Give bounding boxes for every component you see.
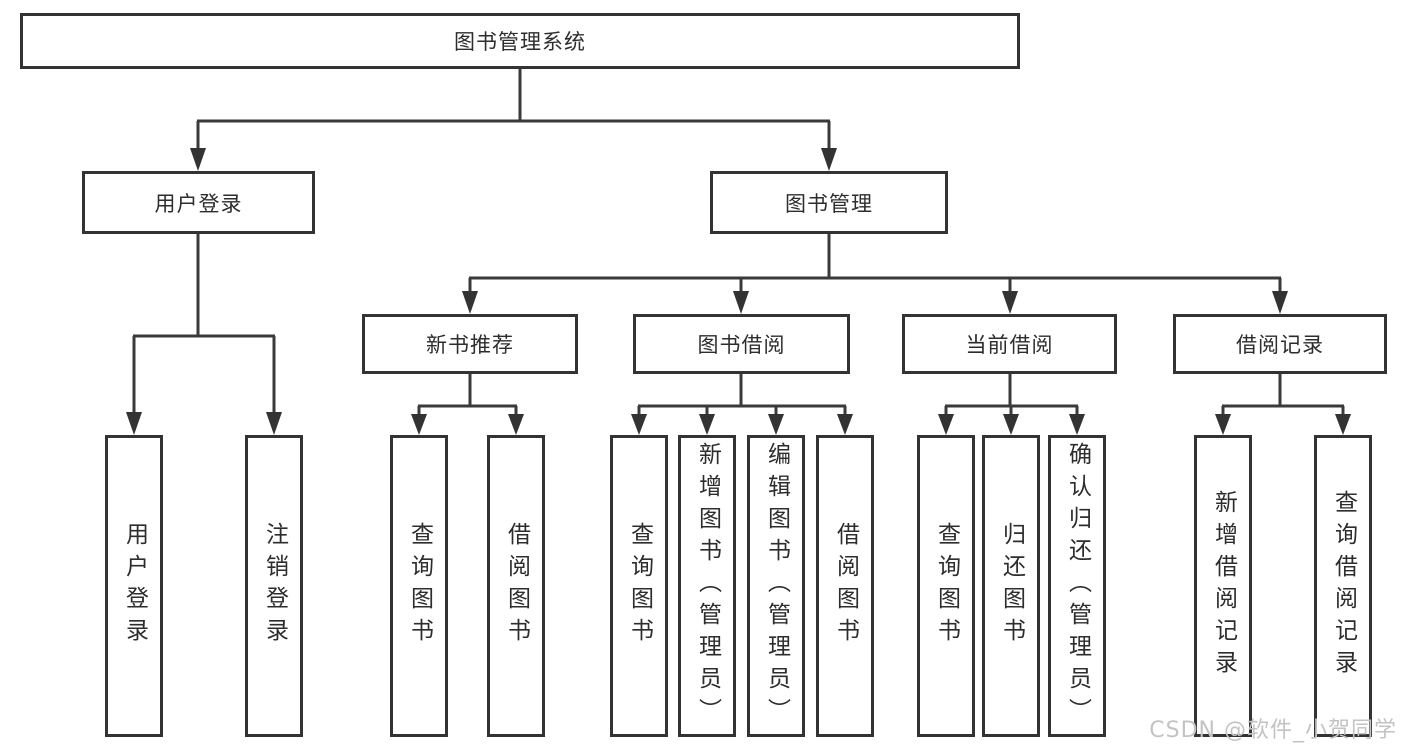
connector-user-login-branch bbox=[126, 234, 282, 435]
leaf-return-books-label: 归还图书 bbox=[998, 522, 1025, 650]
leaf-edit-book-admin-label: 编辑图书（管理员） bbox=[763, 442, 790, 730]
csdn-watermark: CSDN @软件_小贺同学 bbox=[1149, 718, 1397, 743]
leaf-query-borrow-record: 查询借阅记录 bbox=[1314, 435, 1372, 737]
node-new-book-recommend-label: 新书推荐 bbox=[426, 333, 514, 357]
leaf-logout-label: 注销登录 bbox=[261, 522, 288, 650]
leaf-borrow-books-borrow-label: 借阅图书 bbox=[832, 522, 859, 650]
node-current-borrow: 当前借阅 bbox=[902, 314, 1117, 374]
connector-root-to-level2 bbox=[190, 69, 837, 171]
leaf-logout: 注销登录 bbox=[245, 435, 303, 737]
node-book-borrow-label: 图书借阅 bbox=[697, 333, 786, 357]
node-user-login-label: 用户登录 bbox=[154, 191, 243, 216]
node-borrow-records: 借阅记录 bbox=[1173, 314, 1387, 374]
node-root-label: 图书管理系统 bbox=[454, 30, 586, 54]
node-book-management: 图书管理 bbox=[710, 171, 948, 234]
node-book-borrow: 图书借阅 bbox=[633, 314, 850, 374]
leaf-confirm-return-admin: 确认归还（管理员） bbox=[1048, 435, 1106, 737]
node-new-book-recommend: 新书推荐 bbox=[362, 314, 578, 374]
leaf-query-books-current-label: 查询图书 bbox=[933, 522, 960, 650]
node-user-login: 用户登录 bbox=[82, 171, 315, 234]
leaf-borrow-books-recommend-label: 借阅图书 bbox=[503, 522, 530, 650]
node-current-borrow-label: 当前借阅 bbox=[965, 333, 1054, 357]
connector-book-mgmt-to-level3 bbox=[462, 234, 1288, 314]
node-borrow-records-label: 借阅记录 bbox=[1236, 333, 1324, 357]
leaf-borrow-books-recommend: 借阅图书 bbox=[487, 435, 545, 737]
leaf-user-login-label: 用户登录 bbox=[121, 522, 148, 650]
node-root: 图书管理系统 bbox=[20, 13, 1020, 69]
node-book-management-label: 图书管理 bbox=[785, 191, 873, 216]
leaf-query-books-recommend: 查询图书 bbox=[390, 435, 448, 737]
leaf-query-books-borrow: 查询图书 bbox=[610, 435, 668, 737]
leaf-return-books: 归还图书 bbox=[982, 435, 1040, 737]
leaf-query-books-current: 查询图书 bbox=[917, 435, 975, 737]
leaf-add-book-admin: 新增图书（管理员） bbox=[678, 435, 736, 737]
leaf-add-borrow-record: 新增借阅记录 bbox=[1194, 435, 1252, 737]
leaf-add-borrow-record-label: 新增借阅记录 bbox=[1210, 490, 1237, 682]
leaf-query-borrow-record-label: 查询借阅记录 bbox=[1330, 490, 1357, 682]
leaf-add-book-admin-label: 新增图书（管理员） bbox=[694, 442, 721, 730]
leaf-edit-book-admin: 编辑图书（管理员） bbox=[747, 435, 805, 737]
leaf-query-books-recommend-label: 查询图书 bbox=[406, 522, 433, 650]
leaf-query-books-borrow-label: 查询图书 bbox=[626, 522, 653, 650]
leaf-borrow-books-borrow: 借阅图书 bbox=[816, 435, 874, 737]
connector-current-borrow-branch bbox=[938, 374, 1085, 435]
connector-book-borrow-branch bbox=[631, 374, 853, 435]
leaf-confirm-return-admin-label: 确认归还（管理员） bbox=[1064, 442, 1091, 730]
connector-borrow-record-branch bbox=[1215, 374, 1351, 435]
connector-new-book-branch bbox=[411, 374, 524, 435]
leaf-user-login: 用户登录 bbox=[105, 435, 163, 737]
